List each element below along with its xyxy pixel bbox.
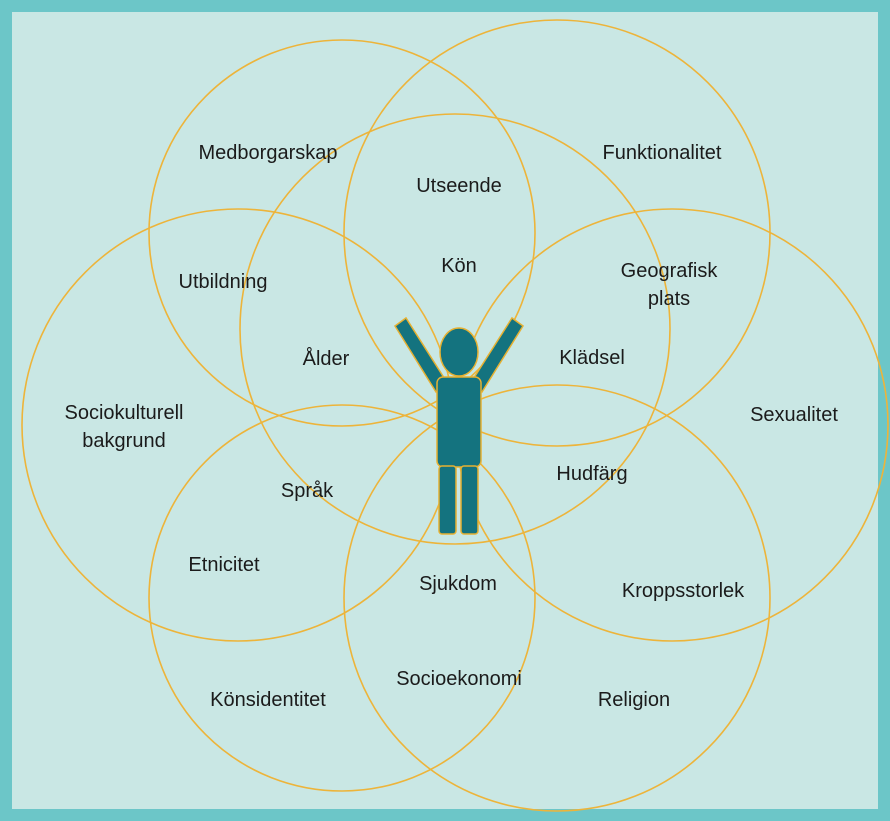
torso xyxy=(436,376,482,468)
label-etnicitet: Etnicitet xyxy=(188,554,260,576)
label-hudfarg: Hudfärg xyxy=(556,463,627,485)
label-socioekonomi: Socioekonomi xyxy=(396,668,522,690)
right-arm xyxy=(468,316,525,394)
circle-bottom-left xyxy=(148,404,536,792)
label-sprak: Språk xyxy=(281,480,334,502)
label-medborgarskap: Medborgarskap xyxy=(199,142,338,164)
head xyxy=(439,327,479,377)
person-arms-raised-icon xyxy=(393,316,525,535)
label-kroppsstorlek: Kroppsstorlek xyxy=(622,580,745,602)
label-funktionalitet: Funktionalitet xyxy=(603,142,722,164)
label-utseende: Utseende xyxy=(416,175,502,197)
label-kon: Kön xyxy=(441,255,477,277)
label-utbildning: Utbildning xyxy=(179,271,268,293)
label-kladsel: Klädsel xyxy=(559,347,625,369)
label-religion: Religion xyxy=(598,689,670,711)
right-leg xyxy=(460,465,479,535)
circle-top-left xyxy=(148,39,536,427)
label-geografisk-plats-line1: Geografisk xyxy=(621,260,719,282)
label-sociokulturell-bakgrund-line2: bakgrund xyxy=(82,430,165,452)
label-sexualitet: Sexualitet xyxy=(750,404,838,426)
label-konsidentitet: Könsidentitet xyxy=(210,689,326,711)
circle-center xyxy=(239,113,671,545)
labels: Medborgarskap Utseende Funktionalitet Ut… xyxy=(65,142,839,711)
label-alder: Ålder xyxy=(303,347,350,370)
label-sociokulturell-bakgrund-line1: Sociokulturell xyxy=(65,402,184,424)
label-geografisk-plats-line2: plats xyxy=(648,288,690,310)
label-sjukdom: Sjukdom xyxy=(419,573,497,595)
left-leg xyxy=(438,465,457,535)
circle-bottom-right xyxy=(343,384,771,812)
